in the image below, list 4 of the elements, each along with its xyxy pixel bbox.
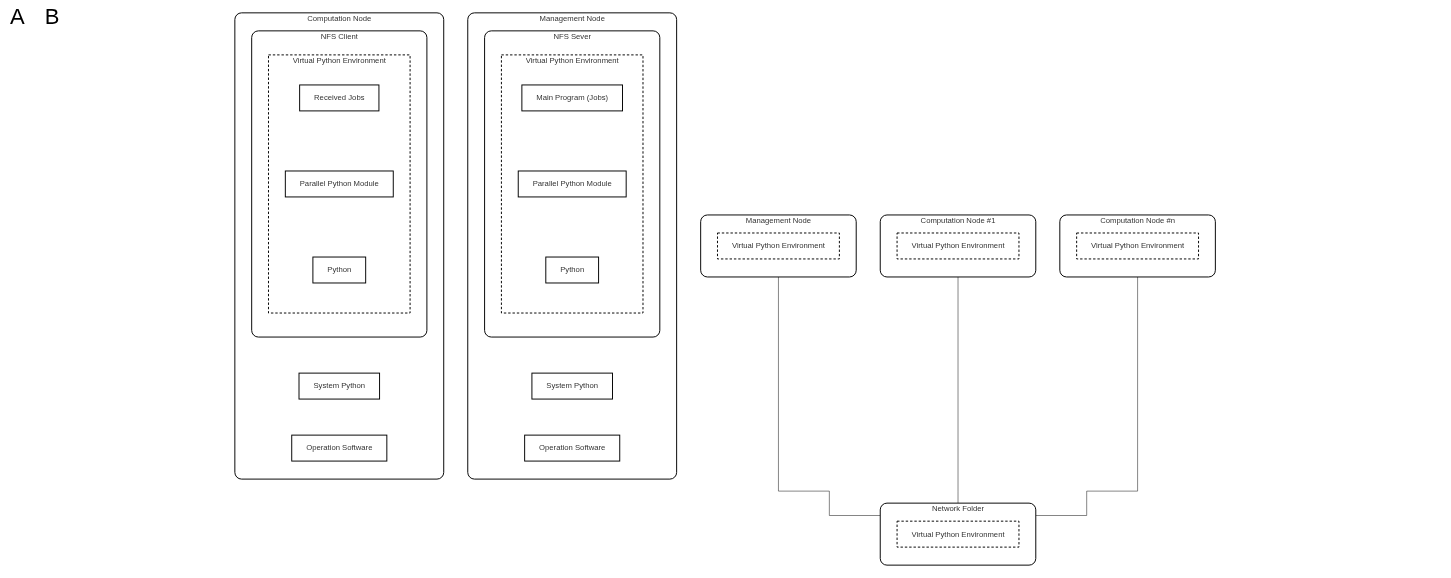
connector xyxy=(778,276,881,516)
panel-letter: B xyxy=(44,4,60,30)
panel-letter: A xyxy=(10,4,25,30)
connector xyxy=(1035,276,1139,516)
